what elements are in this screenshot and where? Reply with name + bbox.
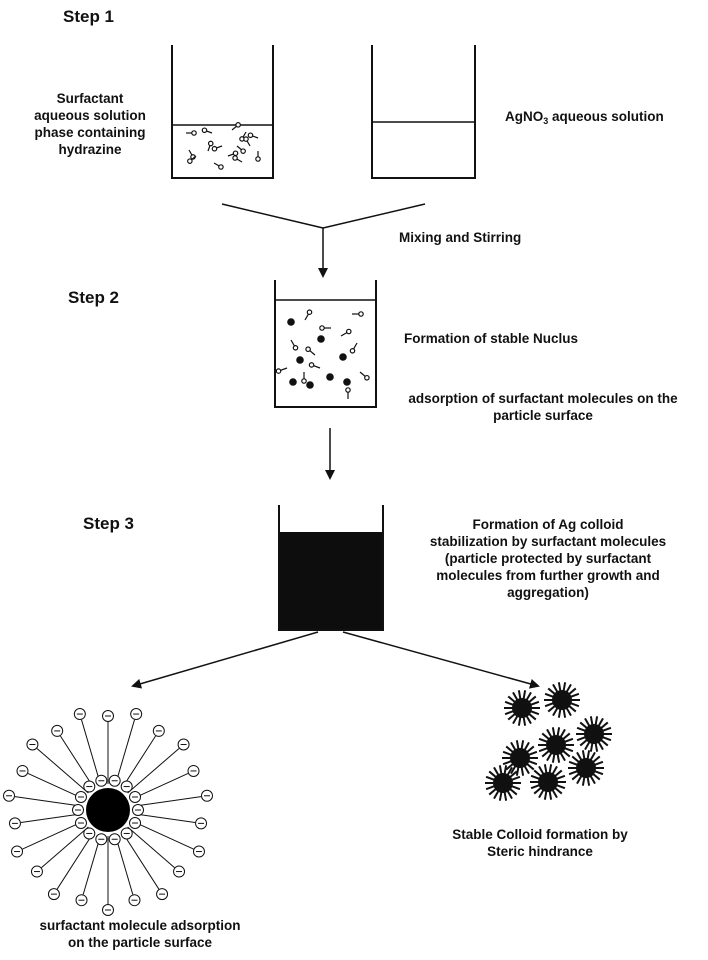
surfactant-label-line2: aqueous solution: [34, 108, 146, 123]
surfactant-chain: [82, 834, 102, 895]
colloid-formation-label: Formation of Ag colloid stabilization by…: [398, 516, 698, 601]
silver-nucleus: [289, 378, 297, 386]
adsorption-label: adsorption of surfactant molecules on th…: [378, 390, 708, 424]
surfactant-chain: [114, 719, 135, 786]
surfactant-chain: [81, 719, 102, 786]
stabilized-colloid-particle: [485, 765, 521, 801]
silver-nucleus: [306, 381, 314, 389]
agno3-prefix: AgNO: [505, 109, 544, 124]
steric-line1: Stable Colloid formation by: [452, 827, 628, 842]
surfactant-chain: [22, 820, 85, 850]
silver-nucleus: [343, 378, 351, 386]
colloid-line4: molecules from further growth and: [436, 568, 660, 583]
surfactant-beaker: [171, 45, 274, 179]
stabilized-colloid-particle: [568, 750, 604, 786]
surfactant-coated-particle: [3, 708, 213, 916]
surfactant-chain: [127, 826, 175, 869]
stabilized-colloid-particle: [544, 682, 580, 718]
surfactant-chain: [41, 826, 89, 869]
adsorption-line1: adsorption of surfactant molecules on th…: [408, 391, 678, 406]
surfactant-solution-label: Surfactant aqueous solution phase contai…: [25, 90, 155, 158]
colloid-line5: aggregation): [507, 585, 589, 600]
stabilized-colloid-particle: [576, 716, 612, 752]
adsorption-line2: particle surface: [493, 408, 593, 423]
silver-nucleus: [296, 356, 304, 364]
agno3-label: AgNO3 aqueous solution: [505, 108, 664, 127]
silver-particle: [86, 788, 130, 832]
surfactant-chain: [121, 735, 156, 789]
stabilized-colloid-particle: [530, 764, 566, 800]
silver-nucleus: [326, 373, 334, 381]
surfactant-chain: [133, 796, 202, 807]
silver-nucleus: [317, 335, 325, 343]
colloid-line3: (particle protected by surfactant: [444, 551, 652, 566]
surfactant-label-line4: hydrazine: [58, 142, 122, 157]
surfactant-chain: [114, 834, 134, 895]
surfactant-label-line1: Surfactant: [56, 91, 124, 106]
surfactant-chain: [56, 831, 95, 890]
mixing-label: Mixing and Stirring: [399, 230, 522, 245]
surfactant-label-line3: phase containing: [34, 125, 146, 140]
stabilized-colloid-particle: [538, 727, 574, 763]
colloid-line2: stabilization by surfactant molecules: [429, 534, 667, 549]
step3-title: Step 3: [83, 514, 135, 533]
nuclei-and-surfactants: [275, 309, 370, 399]
adsorption-caption-line1: surfactant molecule adsorption: [39, 918, 241, 933]
agno3-subscript: 3: [543, 116, 549, 126]
step2-title: Step 2: [68, 288, 120, 307]
nucleus-beaker: [274, 280, 377, 408]
split-arrow-left: [131, 631, 319, 689]
steric-line2: Steric hindrance: [487, 844, 593, 859]
surfactant-chain: [14, 796, 83, 807]
stabilized-colloid-particle: [502, 740, 538, 776]
steric-caption: Stable Colloid formation by Steric hindr…: [435, 826, 645, 860]
surfactant-chain: [131, 772, 189, 800]
nucleus-label: Formation of stable Nuclus: [404, 331, 579, 346]
surfactant-chain: [127, 748, 180, 794]
colloid-line1: Formation of Ag colloid: [472, 517, 624, 532]
agno3-suffix: aqueous solution: [548, 109, 664, 124]
surfactant-chain: [27, 772, 85, 800]
surfactant-chain: [60, 735, 95, 789]
surfactant-chain: [131, 820, 194, 850]
mixing-arrow: [221, 203, 426, 278]
surfactant-chain: [121, 831, 160, 890]
surfactant-chain: [36, 748, 89, 794]
surfactant-chain: [133, 813, 196, 824]
split-arrow-right: [342, 631, 540, 689]
surfactant-chain: [20, 813, 83, 824]
colloid-beaker: [278, 505, 384, 631]
adsorption-caption: surfactant molecule adsorption on the pa…: [0, 917, 280, 951]
silver-nucleus: [287, 318, 295, 326]
silver-nucleus: [339, 353, 347, 361]
agno3-beaker: [371, 45, 476, 179]
colloid-cluster: [485, 682, 612, 801]
surfactant-molecule-group: [186, 122, 261, 170]
step1-title: Step 1: [63, 7, 115, 26]
adsorption-caption-line2: on the particle surface: [67, 935, 213, 950]
stabilized-colloid-particle: [504, 690, 540, 726]
